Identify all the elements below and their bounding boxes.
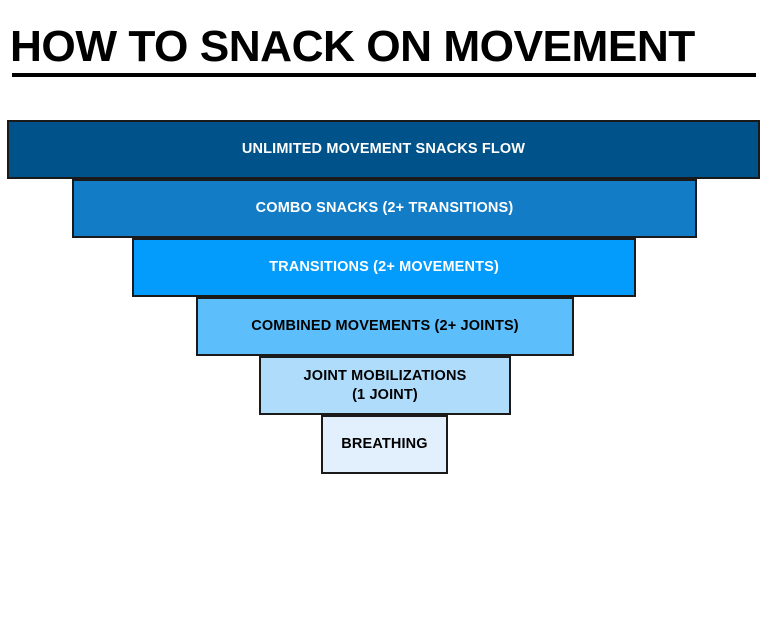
pyramid-tier-label: JOINT MOBILIZATIONS (1 JOINT) xyxy=(303,367,467,403)
pyramid-tier-combo-snacks[interactable]: COMBO SNACKS (2+ TRANSITIONS) xyxy=(72,179,697,238)
pyramid-tier-label: COMBO SNACKS (2+ TRANSITIONS) xyxy=(255,200,514,216)
pyramid-tier-breathing[interactable]: BREATHING xyxy=(321,415,448,474)
pyramid-tier-combined-movements[interactable]: COMBINED MOVEMENTS (2+ JOINTS) xyxy=(196,297,574,356)
page-title: HOW TO SNACK ON MOVEMENT xyxy=(10,22,695,71)
pyramid-tier-label: TRANSITIONS (2+ MOVEMENTS) xyxy=(269,259,499,275)
pyramid-tier-transitions[interactable]: TRANSITIONS (2+ MOVEMENTS) xyxy=(132,238,636,297)
pyramid-tier-label: BREATHING xyxy=(341,436,428,452)
pyramid-tier-joint-mobilizations[interactable]: JOINT MOBILIZATIONS (1 JOINT) xyxy=(259,356,511,415)
title-underline-rule xyxy=(12,73,756,77)
pyramid-tier-label: UNLIMITED MOVEMENT SNACKS FLOW xyxy=(241,141,526,157)
pyramid-tier-label: COMBINED MOVEMENTS (2+ JOINTS) xyxy=(251,318,519,334)
pyramid-tier-unlimited-movement-snacks-flow[interactable]: UNLIMITED MOVEMENT SNACKS FLOW xyxy=(7,120,760,179)
title-block: HOW TO SNACK ON MOVEMENT xyxy=(10,22,758,78)
